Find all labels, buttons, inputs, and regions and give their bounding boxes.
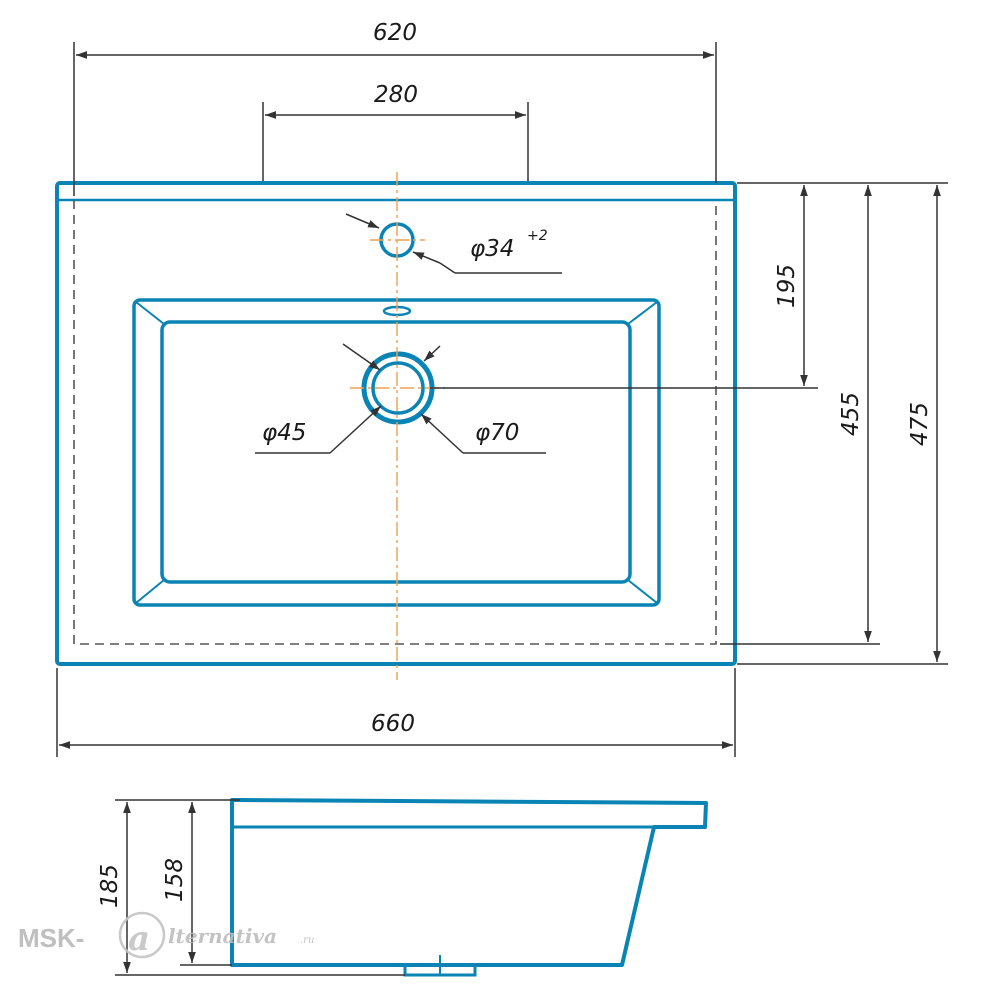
dim-faucet-hole-label: φ34 xyxy=(470,236,514,262)
dim-475: 475 xyxy=(907,185,941,662)
dim-drain-outer-label: φ70 xyxy=(475,420,519,446)
dim-185-label: 185 xyxy=(97,864,123,908)
basin-outline xyxy=(55,181,737,666)
dim-455-label: 455 xyxy=(838,392,864,436)
dim-195-label: 195 xyxy=(774,264,800,308)
watermark-a-emblem: a xyxy=(118,911,166,959)
dim-drain-inner: φ45 xyxy=(255,343,382,454)
svg-text:a: a xyxy=(128,919,150,959)
side-view: 185 158 xyxy=(97,798,708,977)
side-profile xyxy=(230,798,708,967)
top-view: 620 280 660 195 xyxy=(55,20,948,757)
dim-drain-inner-label: φ45 xyxy=(262,420,306,446)
dim-280-label: 280 xyxy=(374,82,418,108)
hidden-mounting-contour xyxy=(73,200,717,645)
dim-475-label: 475 xyxy=(907,402,933,446)
dim-195: 195 xyxy=(774,185,808,386)
dim-185: 185 xyxy=(97,802,131,973)
dim-620: 620 xyxy=(73,20,717,196)
watermark-logo: MSK- a lternativa .ru xyxy=(18,911,314,959)
side-extension-lines xyxy=(115,799,405,976)
drain-inner-circle xyxy=(371,361,425,415)
dim-620-label: 620 xyxy=(373,20,417,46)
watermark-brand-left: MSK- xyxy=(18,923,84,953)
dim-drain-outer: φ70 xyxy=(420,345,546,454)
bowl-corner-lines xyxy=(135,301,658,604)
dim-158-label: 158 xyxy=(162,858,188,902)
watermark-brand-right: lternativa xyxy=(168,924,277,948)
dim-660: 660 xyxy=(56,668,736,757)
bowl-inner xyxy=(160,320,632,584)
dim-faucet-hole-tolerance: +2 xyxy=(527,228,548,244)
dim-455: 455 xyxy=(838,185,872,642)
dim-faucet-hole: φ34 +2 xyxy=(345,213,562,274)
dim-280: 280 xyxy=(262,82,529,181)
watermark-brand-suffix: .ru xyxy=(300,935,314,946)
dim-660-label: 660 xyxy=(371,711,415,737)
right-extension-lines xyxy=(430,182,948,665)
dim-158: 158 xyxy=(162,802,196,963)
centerlines xyxy=(350,172,445,680)
